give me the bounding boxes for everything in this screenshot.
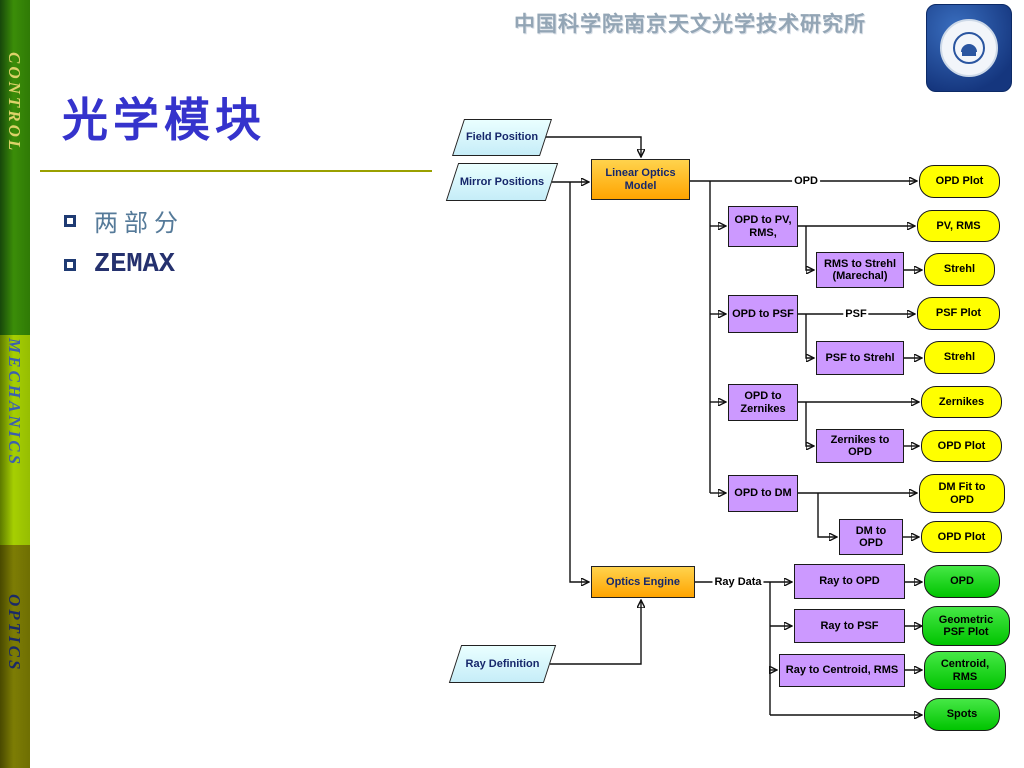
node-label: Field Position bbox=[465, 131, 539, 144]
edge-to-optics-engine bbox=[569, 182, 589, 582]
flow-node-zernikes: Zernikes bbox=[921, 386, 1002, 418]
observatory-dome-icon bbox=[953, 32, 985, 64]
flow-node-opd-plot-1: OPD Plot bbox=[919, 165, 1000, 198]
flow-node-ray-definition: Ray Definition bbox=[448, 645, 557, 683]
flow-node-opd-to-pv-rms: OPD to PV, RMS, bbox=[728, 206, 798, 247]
flow-node-centroid-rms: Centroid, RMS bbox=[924, 651, 1006, 690]
flow-node-opd-to-dm: OPD to DM bbox=[728, 475, 798, 512]
flow-node-ray-to-centroid-rms: Ray to Centroid, RMS bbox=[779, 654, 905, 687]
flow-node-pv-rms: PV, RMS bbox=[917, 210, 1000, 242]
flow-node-optics-engine: Optics Engine bbox=[591, 566, 695, 598]
flow-node-strehl-1: Strehl bbox=[924, 253, 995, 286]
flow-node-opd-plot-3: OPD Plot bbox=[921, 521, 1002, 553]
node-label: Ray Definition bbox=[465, 657, 540, 670]
flow-node-strehl-2: Strehl bbox=[924, 341, 995, 374]
flow-node-linear-optics-model: Linear Optics Model bbox=[591, 159, 690, 200]
sidebar-segment-control bbox=[0, 0, 30, 335]
bullet-1-label: 两部分 bbox=[94, 209, 184, 237]
institute-name: 中国科学院南京天文光学技术研究所 bbox=[514, 12, 866, 36]
flow-node-spots: Spots bbox=[924, 698, 1000, 731]
sidebar-label-mechanics: MECHANICS bbox=[5, 338, 24, 468]
flow-node-psf-to-strehl: PSF to Strehl bbox=[816, 341, 904, 375]
square-bullet-icon bbox=[64, 214, 76, 227]
edge-raydef-to-engine bbox=[550, 600, 641, 665]
sidebar-segment-optics bbox=[0, 545, 30, 768]
square-bullet-icon bbox=[64, 259, 76, 271]
flow-node-opd-plot-2: OPD Plot bbox=[921, 430, 1002, 462]
sidebar-segment-mechanics bbox=[0, 335, 30, 545]
flow-node-opd-to-zernikes: OPD to Zernikes bbox=[728, 384, 798, 421]
bullet-item-1: 两部分 bbox=[64, 203, 184, 238]
flow-node-field-position: Field Position bbox=[451, 119, 553, 156]
bullet-2-label: ZEMAX bbox=[94, 250, 176, 280]
edge-label-ray-data: Ray Data bbox=[712, 576, 764, 588]
flow-node-mirror-positions: Mirror Positions bbox=[445, 163, 559, 201]
flow-node-dm-to-opd: DM to OPD bbox=[839, 519, 903, 555]
bullet-item-2: ZEMAX bbox=[64, 250, 175, 280]
institute-seal-icon bbox=[940, 19, 998, 77]
flow-node-zernikes-to-opd: Zernikes to OPD bbox=[816, 429, 904, 463]
flow-node-psf-plot: PSF Plot bbox=[917, 297, 1000, 330]
sidebar-label-optics: OPTICS bbox=[5, 594, 24, 673]
flow-node-opd-green: OPD bbox=[924, 565, 1000, 598]
flow-node-opd-to-psf: OPD to PSF bbox=[728, 295, 798, 333]
edge-field-to-linear bbox=[546, 136, 641, 157]
node-label: Mirror Positions bbox=[459, 175, 545, 188]
edge-label-opd: OPD bbox=[792, 175, 820, 187]
flow-node-geometric-psf-plot: Geometric PSF Plot bbox=[922, 606, 1010, 646]
flow-node-dm-fit-to-opd: DM Fit to OPD bbox=[919, 474, 1005, 513]
flow-node-ray-to-opd: Ray to OPD bbox=[794, 564, 905, 599]
institute-logo bbox=[926, 4, 1012, 92]
page-title: 光学模块 bbox=[62, 93, 266, 147]
sidebar-label-control: CONTROL bbox=[5, 52, 24, 154]
flow-node-rms-to-strehl: RMS to Strehl (Marechal) bbox=[816, 252, 904, 288]
title-underline bbox=[40, 170, 432, 172]
flow-node-ray-to-psf: Ray to PSF bbox=[794, 609, 905, 643]
edge-label-psf: PSF bbox=[843, 308, 869, 320]
